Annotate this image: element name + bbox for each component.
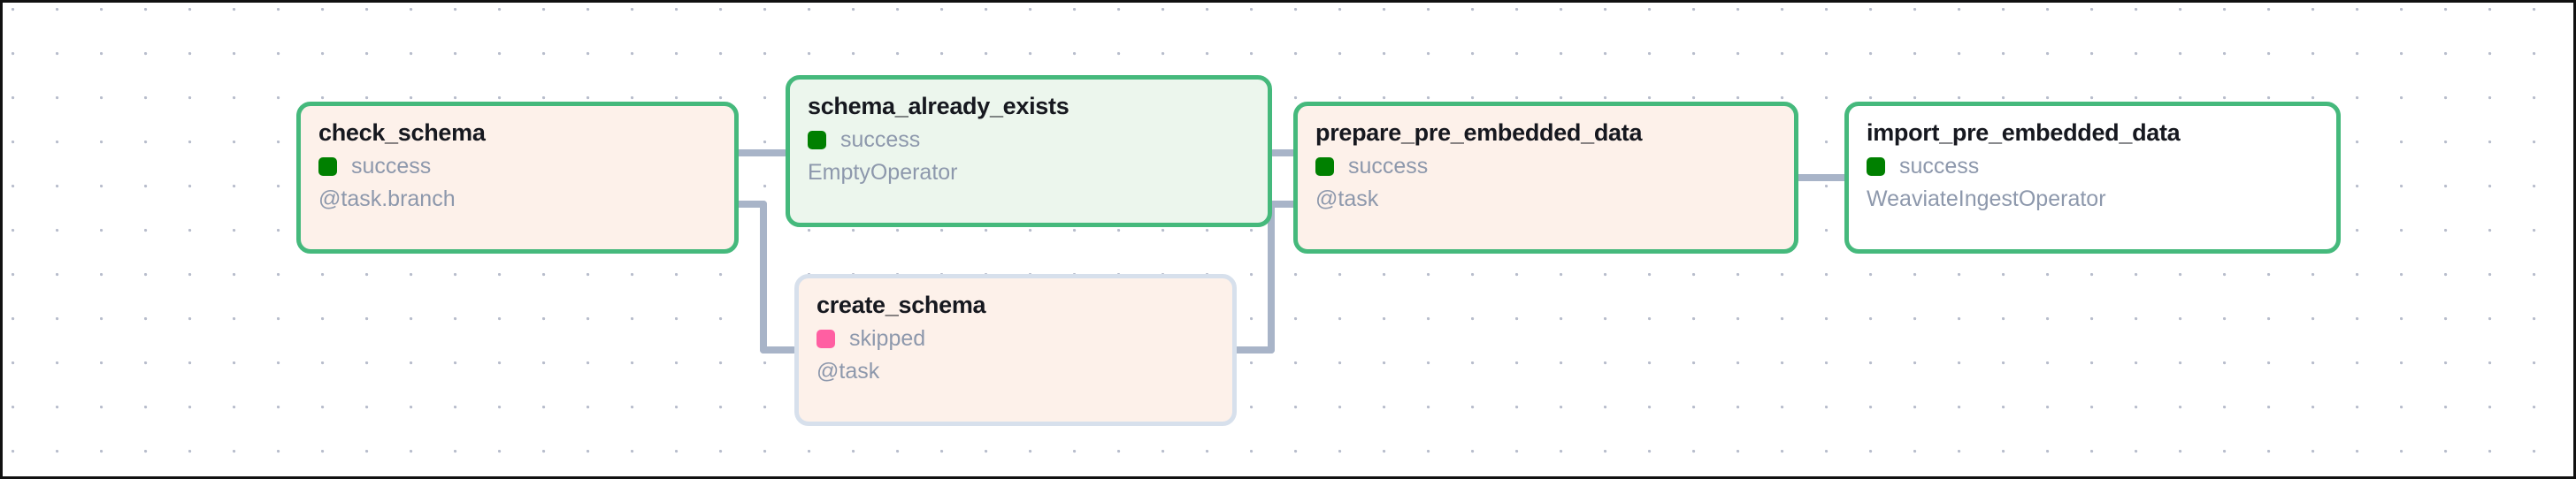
node-status-label: success bbox=[1348, 154, 1429, 179]
node-status-row: success bbox=[318, 156, 717, 178]
dag-node-prepare-pre-embedded-data[interactable]: prepare_pre_embedded_data success @task bbox=[1293, 102, 1798, 254]
status-dot-success-icon bbox=[808, 131, 826, 150]
dag-node-schema-already-exists[interactable]: schema_already_exists success EmptyOpera… bbox=[786, 75, 1272, 227]
node-operator-label: @task bbox=[1315, 186, 1379, 212]
status-dot-success-icon bbox=[318, 157, 337, 177]
node-status-row: success bbox=[808, 129, 1250, 151]
dag-node-create-schema[interactable]: create_schema skipped @task bbox=[794, 274, 1237, 426]
node-status-row: skipped bbox=[816, 328, 1215, 350]
node-title: import_pre_embedded_data bbox=[1867, 119, 2181, 146]
status-dot-success-icon bbox=[1315, 157, 1334, 177]
node-status-label: skipped bbox=[849, 326, 926, 352]
node-status-row: success bbox=[1867, 156, 2319, 178]
node-operator-label: WeaviateIngestOperator bbox=[1867, 186, 2106, 212]
node-operator-label: EmptyOperator bbox=[808, 160, 958, 186]
status-dot-success-icon bbox=[1867, 157, 1885, 177]
edge-check-schema-to-create-schema-h1 bbox=[735, 201, 767, 208]
node-status-label: success bbox=[1899, 154, 1980, 179]
node-operator-label: @task bbox=[816, 359, 880, 384]
node-title: create_schema bbox=[816, 292, 986, 318]
edge-create-schema-to-prepare-v bbox=[1268, 201, 1275, 354]
node-title: schema_already_exists bbox=[808, 93, 1070, 119]
edge-create-schema-to-prepare-h1 bbox=[1232, 346, 1275, 354]
edge-prepare-to-import bbox=[1795, 174, 1848, 181]
node-title: check_schema bbox=[318, 119, 486, 146]
dag-node-import-pre-embedded-data[interactable]: import_pre_embedded_data success Weaviat… bbox=[1844, 102, 2341, 254]
node-status-row: success bbox=[1315, 156, 1776, 178]
edge-check-schema-to-create-schema-h2 bbox=[760, 346, 797, 354]
node-status-label: success bbox=[840, 127, 921, 153]
dag-node-check-schema[interactable]: check_schema success @task.branch bbox=[296, 102, 739, 254]
edge-check-schema-to-schema-already-exists bbox=[735, 149, 788, 156]
edge-check-schema-to-create-schema-v bbox=[760, 201, 767, 354]
node-status-label: success bbox=[351, 154, 432, 179]
node-title: prepare_pre_embedded_data bbox=[1315, 119, 1643, 146]
node-operator-label: @task.branch bbox=[318, 186, 456, 212]
status-dot-skipped-icon bbox=[816, 330, 835, 349]
